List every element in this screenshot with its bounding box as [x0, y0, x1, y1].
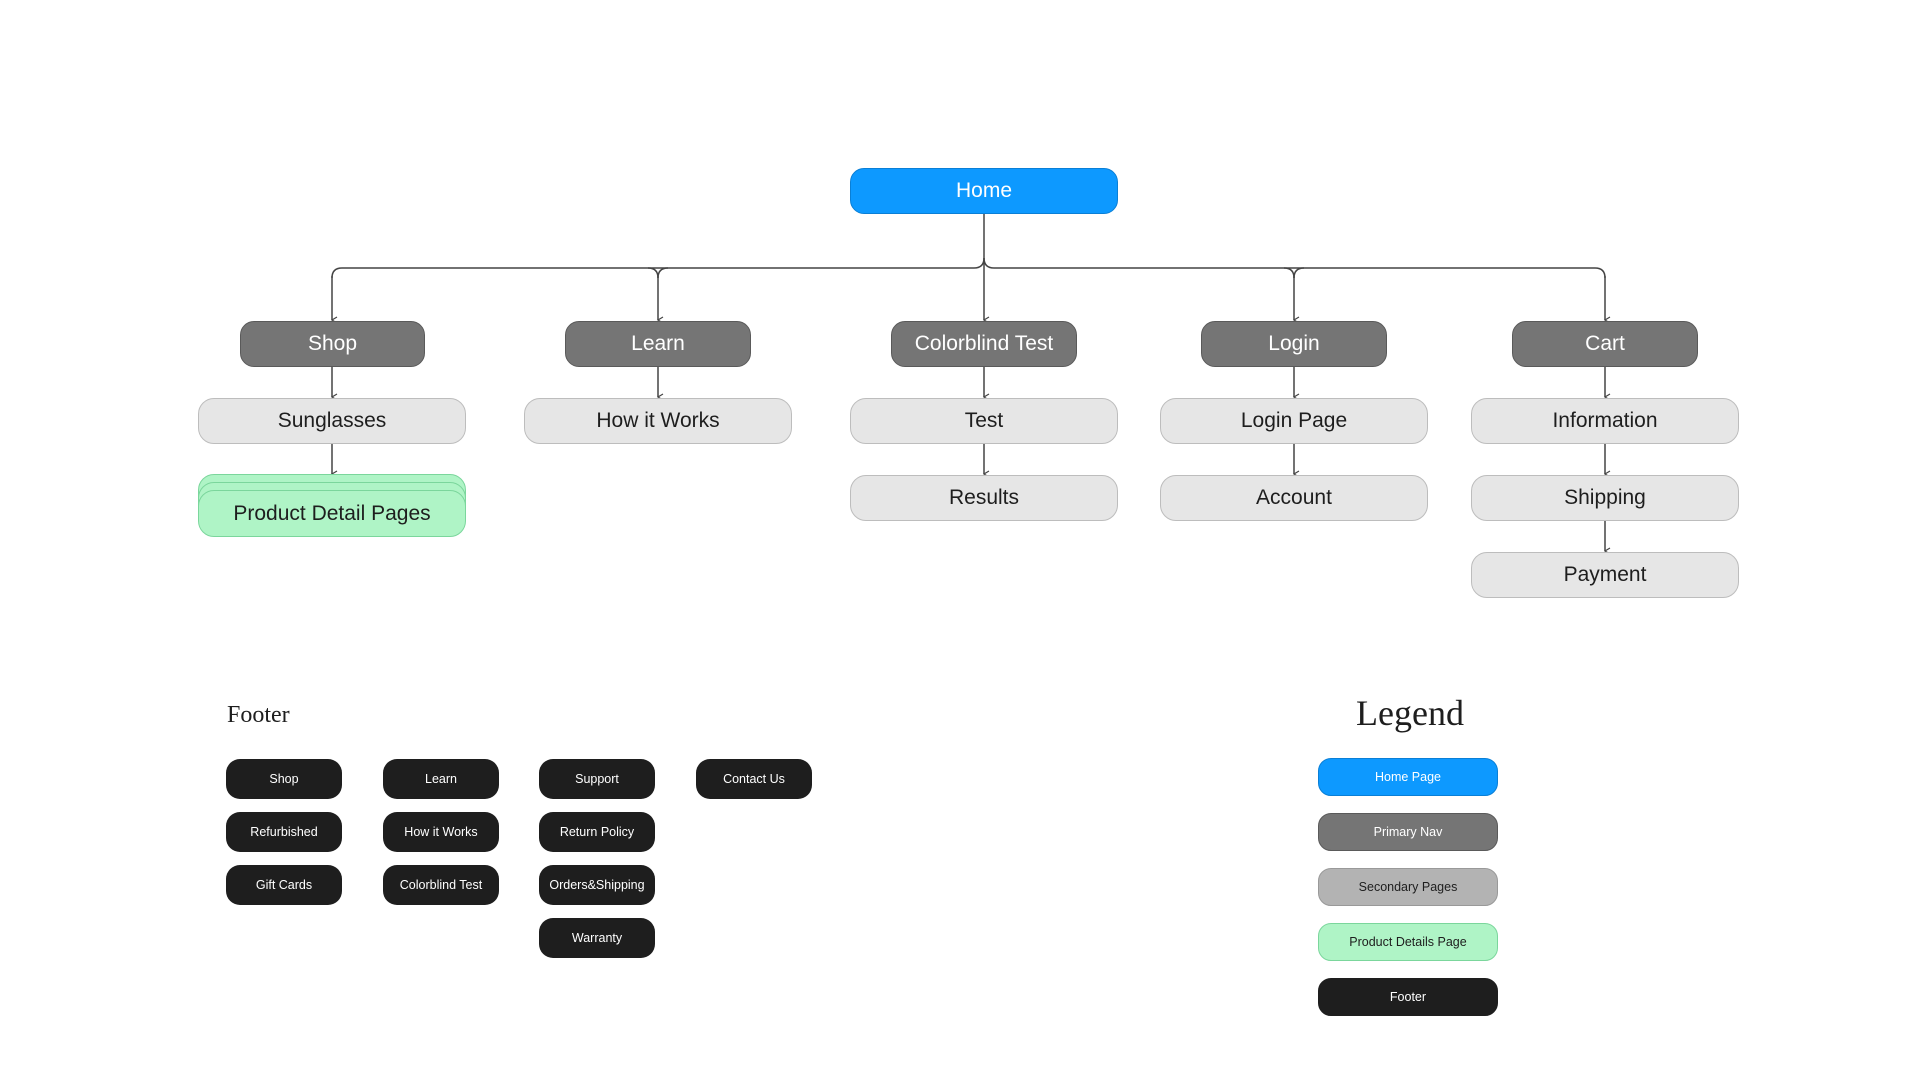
footer-how-it-works: How it Works — [383, 812, 499, 852]
footer-return-policy: Return Policy — [539, 812, 655, 852]
footer-learn: Learn — [383, 759, 499, 799]
node-learn: Learn — [565, 321, 751, 367]
node-payment: Payment — [1471, 552, 1739, 598]
legend-home-page: Home Page — [1318, 758, 1498, 796]
footer-colorblind-test: Colorblind Test — [383, 865, 499, 905]
node-sunglasses: Sunglasses — [198, 398, 466, 444]
node-login-page: Login Page — [1160, 398, 1428, 444]
node-information: Information — [1471, 398, 1739, 444]
node-product-detail-pages: Product Detail Pages — [198, 490, 466, 537]
legend-secondary-pages: Secondary Pages — [1318, 868, 1498, 906]
legend-primary-nav: Primary Nav — [1318, 813, 1498, 851]
node-test: Test — [850, 398, 1118, 444]
node-shop: Shop — [240, 321, 425, 367]
footer-shop: Shop — [226, 759, 342, 799]
node-how-it-works: How it Works — [524, 398, 792, 444]
node-login: Login — [1201, 321, 1387, 367]
node-cart: Cart — [1512, 321, 1698, 367]
footer-gift-cards: Gift Cards — [226, 865, 342, 905]
node-shipping: Shipping — [1471, 475, 1739, 521]
legend-product-details-page: Product Details Page — [1318, 923, 1498, 961]
node-account: Account — [1160, 475, 1428, 521]
footer-section-title: Footer — [227, 702, 290, 728]
footer-orders-shipping: Orders&Shipping — [539, 865, 655, 905]
legend-footer: Footer — [1318, 978, 1498, 1016]
footer-refurbished: Refurbished — [226, 812, 342, 852]
node-home: Home — [850, 168, 1118, 214]
footer-contact-us: Contact Us — [696, 759, 812, 799]
node-results: Results — [850, 475, 1118, 521]
node-colorblind-test: Colorblind Test — [891, 321, 1077, 367]
footer-support: Support — [539, 759, 655, 799]
legend-title: Legend — [1356, 693, 1464, 733]
footer-warranty: Warranty — [539, 918, 655, 958]
